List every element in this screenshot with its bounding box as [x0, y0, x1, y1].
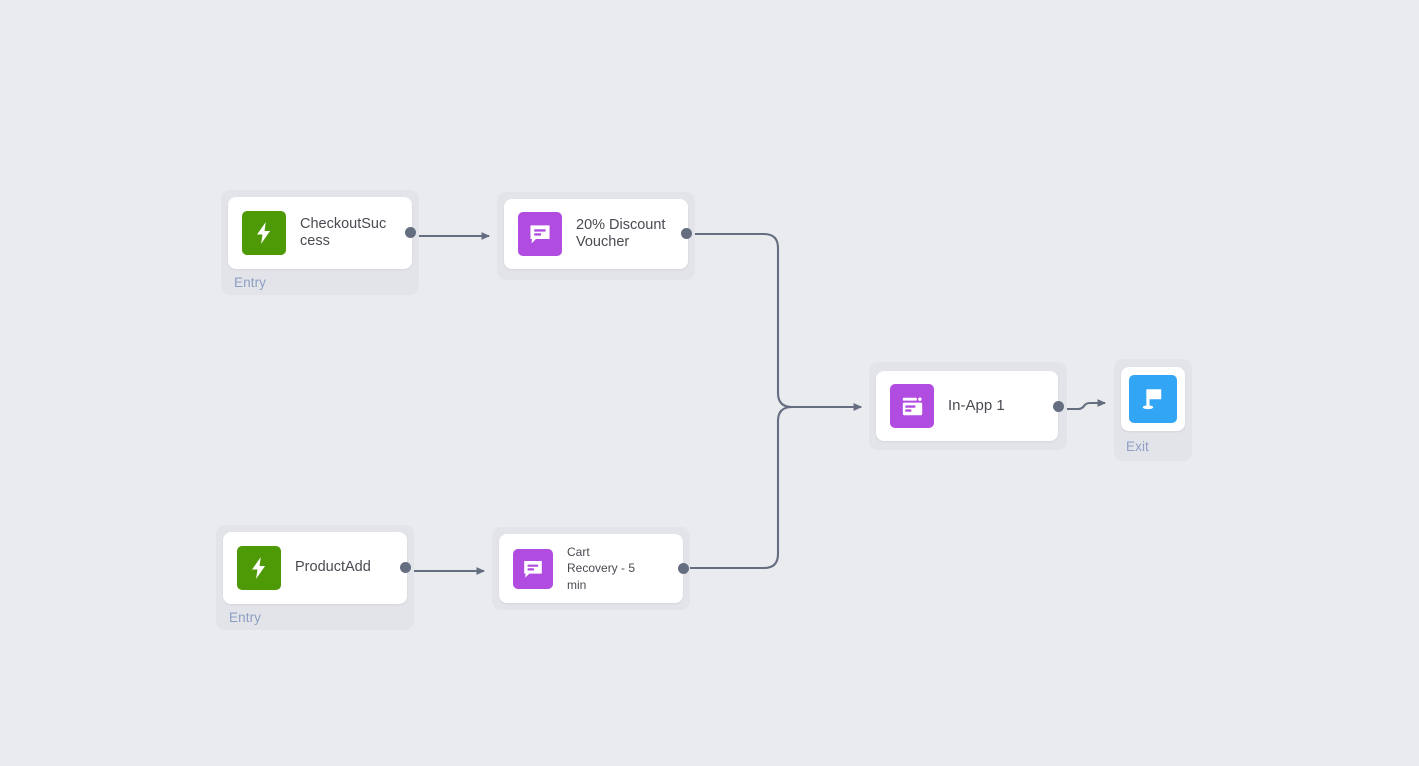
node-discount-voucher-output-port[interactable]	[681, 228, 692, 239]
edge-cartrecovery-to-inapp	[687, 403, 863, 570]
in-app-window-icon	[890, 384, 934, 428]
node-checkout-success[interactable]: CheckoutSuc cess	[228, 197, 412, 269]
node-title: ProductAdd	[295, 559, 371, 576]
node-product-add[interactable]: ProductAdd	[223, 532, 407, 604]
node-cart-recovery[interactable]: Cart Recovery - 5 min	[499, 534, 683, 603]
message-bubble-icon	[513, 548, 553, 589]
node-discount-voucher[interactable]: 20% Discount Voucher	[504, 199, 688, 269]
node-title: In-App 1	[948, 397, 1005, 414]
node-type-label-entry: Entry	[229, 610, 262, 625]
flag-icon	[1129, 375, 1177, 423]
node-exit[interactable]	[1121, 367, 1185, 431]
node-title: Cart Recovery - 5 min	[567, 545, 636, 592]
node-checkout-success-output-port[interactable]	[405, 227, 416, 238]
node-in-app-1-output-port[interactable]	[1053, 401, 1064, 412]
lightning-bolt-icon	[237, 546, 281, 590]
edge-inapp-to-exit	[1063, 399, 1107, 411]
node-cart-recovery-output-port[interactable]	[678, 563, 689, 574]
node-title: 20% Discount Voucher	[576, 216, 666, 250]
node-type-label-entry: Entry	[234, 275, 267, 290]
node-type-label-exit: Exit	[1126, 439, 1149, 454]
node-product-add-output-port[interactable]	[400, 562, 411, 573]
lightning-bolt-icon	[242, 211, 286, 255]
node-in-app-1[interactable]: In-App 1	[876, 371, 1058, 441]
node-title: CheckoutSuc cess	[300, 215, 387, 249]
edge-voucher-to-inapp	[690, 232, 863, 411]
message-bubble-icon	[518, 212, 562, 256]
